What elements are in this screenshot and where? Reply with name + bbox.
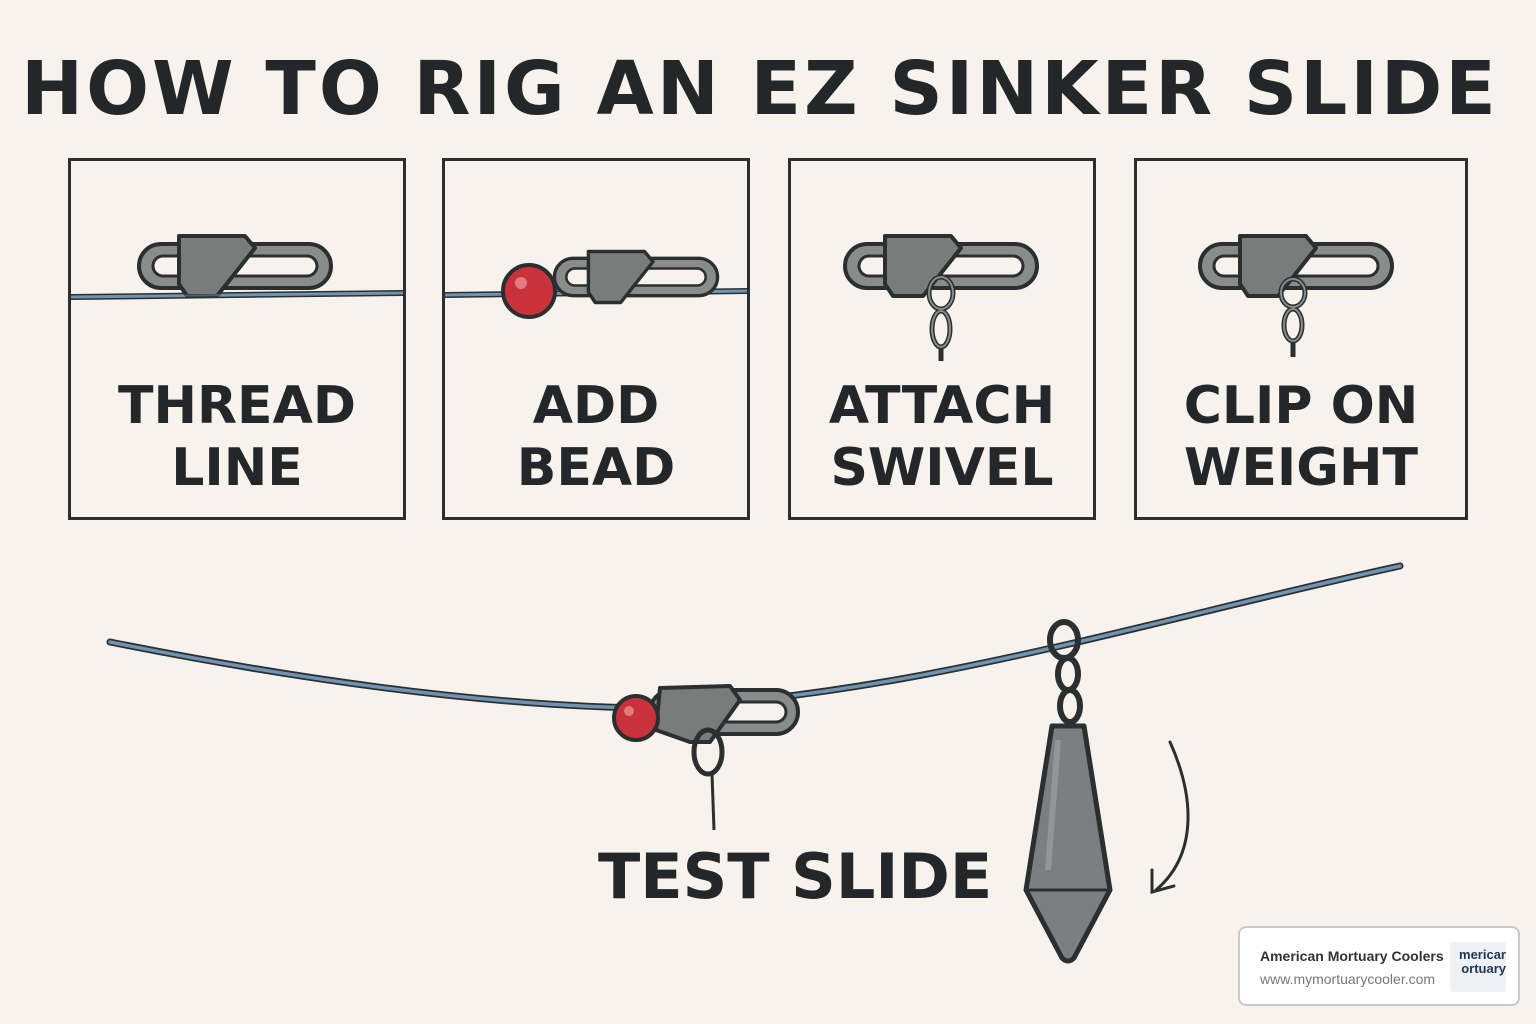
step-label-line2: WEIGHT bbox=[1184, 438, 1418, 498]
test-slide-label: TEST SLIDE bbox=[598, 840, 993, 913]
clip-on-weight-illustration bbox=[1137, 161, 1465, 357]
step-panel-clip-on-weight: CLIP ON WEIGHT bbox=[1134, 158, 1468, 520]
page-title: HOW TO RIG AN EZ SINKER SLIDE bbox=[21, 46, 1499, 132]
step-label-line2: SWIVEL bbox=[830, 438, 1054, 498]
brand-logo: mericar ortuary bbox=[1450, 942, 1506, 992]
attach-swivel-illustration bbox=[843, 234, 1039, 361]
sinker-weight-icon bbox=[1023, 619, 1113, 964]
step-label-line1: THREAD bbox=[118, 376, 356, 436]
thread-line-illustration bbox=[71, 234, 403, 300]
bead-icon bbox=[612, 694, 660, 742]
brand-logo-line2: ortuary bbox=[1461, 961, 1506, 976]
slide-icon bbox=[648, 684, 800, 831]
step-panel-thread-line: THREAD LINE bbox=[68, 158, 406, 520]
step-label-line2: LINE bbox=[171, 438, 303, 498]
add-bead-illustration bbox=[445, 249, 747, 319]
bead-icon bbox=[501, 263, 557, 319]
brand-url[interactable]: www.mymortuarycooler.com bbox=[1260, 971, 1436, 987]
step-label-line1: ATTACH bbox=[828, 376, 1056, 436]
brand-logo-line1: mericar bbox=[1459, 947, 1506, 962]
fishing-line bbox=[106, 562, 1404, 712]
brand-name: American Mortuary Coolers bbox=[1260, 948, 1444, 964]
step-label-line1: ADD bbox=[532, 376, 660, 436]
step-label-line1: CLIP ON bbox=[1183, 376, 1419, 436]
step-label-line2: BEAD bbox=[516, 438, 676, 498]
step-panel-attach-swivel: ATTACH SWIVEL bbox=[788, 158, 1096, 520]
step-panel-add-bead: ADD BEAD bbox=[442, 158, 750, 520]
curved-arrow-icon bbox=[1150, 740, 1190, 894]
brand-badge[interactable]: American Mortuary Coolers www.mymortuary… bbox=[1238, 926, 1520, 1006]
